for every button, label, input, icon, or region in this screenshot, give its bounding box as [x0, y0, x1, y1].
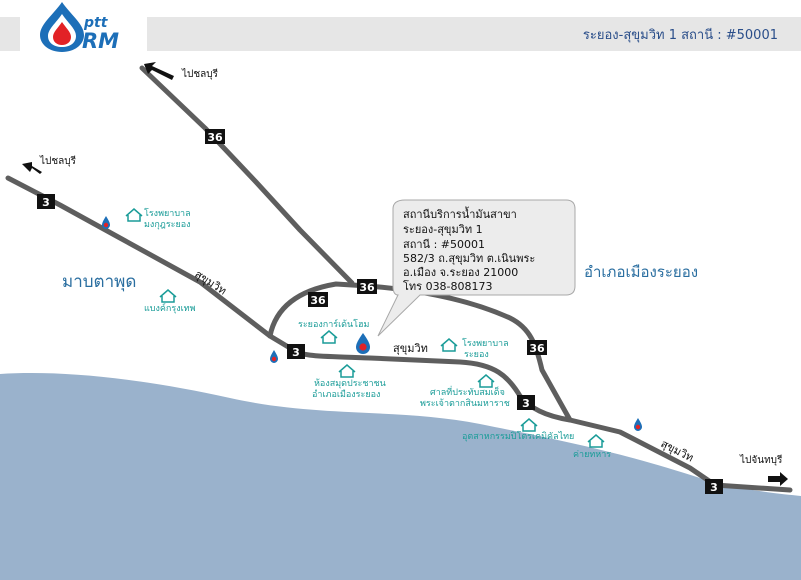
ptt-drop-icon [53, 22, 71, 45]
building-icon [159, 289, 177, 303]
arrow-upper-left-icon [22, 162, 42, 174]
landmark-label: ระยองการ์เด้นโฮม [298, 318, 369, 330]
building-icon [125, 208, 143, 222]
landmark-bangkok-bank: แบงค์กรุงเทพ [144, 289, 196, 314]
building-icon [477, 374, 495, 388]
landmark-label: แบงค์กรุงเทพ [144, 302, 196, 314]
route-shield-label: 3 [292, 346, 300, 359]
station-info-line: สถานี : #50001 [403, 238, 485, 251]
station-50001-marker[interactable] [356, 333, 370, 354]
brand-rm: RM [82, 29, 119, 53]
landmark-label: โรงพยาบาล [462, 338, 509, 349]
landmark-label: อุตสาหกรรมปิโตรเคมิคัลไทย [462, 431, 574, 442]
header-bar [147, 17, 801, 51]
building-icon [440, 338, 458, 352]
callout-bubble [377, 199, 576, 337]
route-shield-36: 36 [308, 292, 328, 307]
route-shield-3: 3 [287, 344, 305, 359]
area-label-map-ta-phut: มาบตาพุด [62, 272, 136, 292]
landmark-industrial-estate: อุตสาหกรรมปิโตรเคมิคัลไทย [462, 418, 574, 442]
road-label-sukhumvit: สุขุมวิท [393, 342, 428, 355]
arrow-right-icon [768, 472, 788, 486]
route-shield-label: 3 [42, 196, 50, 209]
building-icon [520, 418, 538, 432]
station-info-line: โทร 038-808173 [403, 279, 493, 293]
route-shield-3: 3 [705, 479, 723, 494]
landmark-label: ศาลที่ประทับสมเด็จ [430, 385, 505, 398]
station-info-line: 582/3 ถ.สุขุมวิท ต.เนินพระ [403, 252, 535, 265]
landmark-label: อำเภอเมืองระยอง [312, 389, 380, 400]
area-label-amphoe-mueang-rayong: อำเภอเมืองระยอง [584, 263, 698, 281]
building-icon [320, 330, 338, 344]
landmark-military-camp: ค่ายทหาร [573, 434, 611, 460]
landmark-rayong-garden-home: ระยองการ์เด้นโฮม [298, 318, 369, 344]
route-shield-label: 36 [359, 281, 375, 294]
landmark-label: ระยอง [464, 350, 489, 360]
station-header-title: ระยอง-สุขุมวิท 1 สถานี : #50001 [583, 27, 778, 43]
sea-area [0, 373, 801, 580]
ptt-station-marker [634, 418, 642, 431]
station-info-line: สถานีบริการน้ำมันสาขา [403, 206, 517, 221]
road-36-north [139, 65, 355, 286]
landmark-label: มงกุฎระยอง [144, 220, 191, 230]
direction-to-chonburi-upper: ไปชลบุรี [181, 68, 219, 80]
route-shield-36: 36 [357, 279, 377, 294]
landmark-label: ห้องสมุดประชาชน [314, 378, 386, 389]
ptt-station-marker [102, 216, 110, 229]
landmark-label: พระเจ้าตากสินมหาราช [420, 398, 510, 409]
brand-ptt: ptt [83, 15, 109, 31]
route-shield-label: 36 [310, 294, 326, 307]
station-info-line: ระยอง-สุขุมวิท 1 [403, 223, 483, 236]
header-bar-left [0, 17, 20, 51]
direction-to-chanthaburi: ไปจันทบุรี [739, 454, 783, 466]
route-shield-3: 3 [37, 194, 55, 209]
road-36-bypass [267, 281, 573, 423]
route-shield-label: 36 [529, 342, 545, 355]
landmark-library: ห้องสมุดประชาชน อำเภอเมืองระยอง [312, 364, 386, 400]
landmark-label: โรงพยาบาล [144, 208, 191, 219]
route-shield-label: 3 [522, 397, 530, 410]
ptt-station-marker [270, 350, 278, 363]
route-shield-36: 36 [205, 129, 225, 144]
route-shield-label: 36 [207, 131, 223, 144]
route-shield-36: 36 [527, 340, 547, 355]
station-info-callout: สถานีบริการน้ำมันสาขา ระยอง-สุขุมวิท 1 ส… [377, 199, 576, 337]
building-icon [587, 434, 605, 448]
landmark-mongkut-hospital: โรงพยาบาล มงกุฎระยอง [125, 208, 191, 230]
road-3-east [287, 345, 793, 493]
route-shield-3: 3 [517, 395, 535, 410]
landmark-rayong-hospital: โรงพยาบาล ระยอง [440, 338, 509, 360]
ptt-rm-logo: ptt RM [40, 2, 119, 53]
direction-to-chonburi-left: ไปชลบุรี [39, 155, 77, 167]
building-icon [338, 364, 356, 378]
landmark-label: ค่ายทหาร [573, 450, 611, 460]
landmark-taksin-shrine: ศาลที่ประทับสมเด็จ พระเจ้าตากสินมหาราช [420, 374, 510, 409]
route-shield-label: 3 [710, 481, 718, 494]
arrow-upper-left-icon [144, 62, 174, 80]
station-info-line: อ.เมือง จ.ระยอง 21000 [403, 266, 518, 279]
